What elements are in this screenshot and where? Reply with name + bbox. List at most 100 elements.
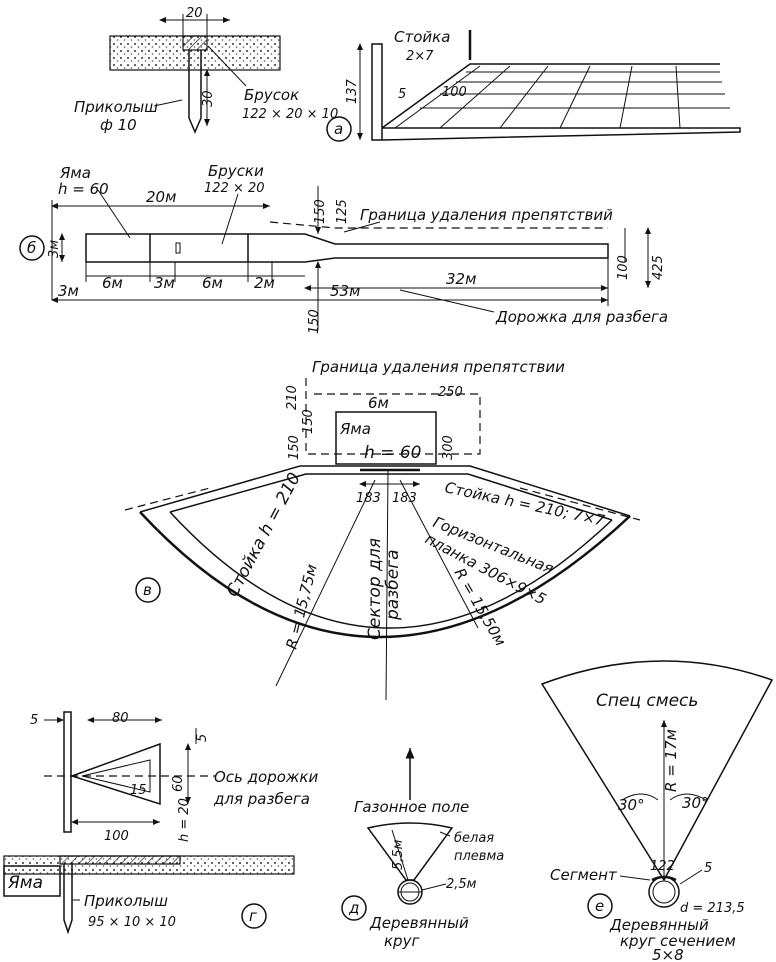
panel-v-marker xyxy=(135,577,161,603)
boundary-label-v: Граница удаления препятствии xyxy=(312,358,565,376)
pit-h-label: h = 60 xyxy=(58,180,109,198)
dim-5-5m: 5,5м xyxy=(391,839,406,870)
dim-6m-2: 6м xyxy=(202,274,223,292)
sector-label-1: Сектор для xyxy=(365,538,385,640)
boundary-line xyxy=(269,221,608,229)
circle-label-1: Деревянный xyxy=(369,914,469,932)
radius-left: R = 15,75м xyxy=(282,562,320,651)
pit-grid xyxy=(381,63,720,129)
dim-5-e: 5 xyxy=(704,861,712,876)
bar-dim-label: 122 × 20 × 10 xyxy=(242,107,338,122)
panel-a-marker xyxy=(326,116,352,142)
post-label-right: Стойка h = 210; 7×7 xyxy=(443,478,607,530)
white-label-2: плевма xyxy=(454,849,504,864)
dim-150b: 150 xyxy=(287,435,302,460)
radius-e: R = 17м xyxy=(662,729,680,792)
panel-g-takeoff-board: 5 80 15 60 5 Ось дорожки для разбега 100… xyxy=(3,711,318,935)
angle-left: 30° xyxy=(618,796,645,814)
panel-g-marker xyxy=(241,903,267,929)
post-label-left: Стойка h = 210 xyxy=(223,469,305,600)
dim-80: 80 xyxy=(112,711,129,726)
peg-g xyxy=(63,864,73,935)
dim-150-bottom: 150 xyxy=(307,309,322,334)
dim-3m-mid: 3м xyxy=(154,274,175,292)
bar-label: Брусок xyxy=(244,86,299,104)
dim-3m-left: 3м xyxy=(47,240,62,258)
board-wedge xyxy=(69,742,161,806)
axis-label-2: для разбега xyxy=(213,790,310,808)
post-stand xyxy=(371,43,383,141)
dim-3m-bottom: 3м xyxy=(58,282,79,300)
panel-d-marker xyxy=(341,895,367,921)
panel-d-letter: д xyxy=(348,899,359,917)
runway-outline xyxy=(85,233,609,263)
dim-122: 122 xyxy=(650,859,675,874)
dim-150a: 150 xyxy=(301,409,316,434)
pit-label: Яма xyxy=(59,164,91,182)
dim-60: 60 xyxy=(171,775,186,792)
peg-dim-label-g: 95 × 10 × 10 xyxy=(88,915,176,930)
throw-sector xyxy=(366,822,454,881)
diameter-label: d = 213,5 xyxy=(680,901,745,916)
dim-100-g: 100 xyxy=(104,829,129,844)
special-mix-label: Спец смесь xyxy=(596,691,698,711)
dim-250: 250 xyxy=(438,385,463,400)
post-label: Стойка xyxy=(394,28,450,46)
dim-6m-1: 6м xyxy=(102,274,123,292)
dim-2-5m: 2,5м xyxy=(446,877,477,892)
toe-board-segment xyxy=(651,875,677,882)
panel-v-high-jump-sector: Граница удаления препятствии 6м 250 Яма … xyxy=(124,358,641,701)
pit-label-g: Яма xyxy=(7,873,43,893)
sector-outer-arc xyxy=(139,511,631,639)
bars-dim-label: 122 × 20 xyxy=(204,181,265,196)
panel-e-marker xyxy=(587,893,613,919)
panel-g-letter: г xyxy=(249,907,257,925)
dim-183a: 183 xyxy=(356,491,381,506)
white-label-1: белая xyxy=(454,831,494,846)
dim-5-left: 5 xyxy=(30,713,38,728)
dim-300: 300 xyxy=(441,435,456,460)
peg-label: Приколыш xyxy=(74,98,158,116)
panel-d-throwing-circle: Газонное поле 5,5м белая плевма 2,5м Дер… xyxy=(341,748,504,950)
dim-20: 20 xyxy=(186,6,203,21)
dim-30: 30 xyxy=(201,90,216,107)
dim-h20: h = 20 xyxy=(177,798,192,842)
shot-sector xyxy=(540,660,774,882)
runway-label: Дорожка для разбега xyxy=(495,308,668,326)
pit-h-label-v: h = 60 xyxy=(364,443,421,463)
lawn-label: Газонное поле xyxy=(354,798,469,816)
post-dim-label: 2×7 xyxy=(406,49,434,64)
dim-150-top: 150 xyxy=(313,199,328,224)
circle-label-e1: Деревянный xyxy=(609,916,709,934)
panel-a-letter: а xyxy=(334,120,343,138)
dim-6m-v: 6м xyxy=(368,394,389,412)
dim-5-right: 5 xyxy=(195,734,210,742)
circle-label-e3: 5×8 xyxy=(652,946,684,962)
dim-15: 15 xyxy=(130,783,147,798)
pit-label-v: Яма xyxy=(339,420,371,438)
panel-b-long-jump-plan: Яма h = 60 Бруски 122 × 20 20м Граница у… xyxy=(19,162,668,334)
dim-20m: 20м xyxy=(146,188,176,206)
dim-425: 425 xyxy=(651,255,666,280)
circle-label-2: круг xyxy=(384,932,419,950)
dim-125: 125 xyxy=(335,199,350,224)
panel-a-peg-detail: 20 30 Приколыш ф 10 Брусок 122 × 20 × 10… xyxy=(74,6,741,142)
peg-shape xyxy=(188,50,202,134)
dim-2m: 2м xyxy=(254,274,275,292)
dim-183b: 183 xyxy=(392,491,417,506)
dim-137: 137 xyxy=(345,78,360,104)
sector-inner-arc xyxy=(169,511,613,629)
angle-right: 30° xyxy=(682,794,709,812)
sector-label-2: разбега xyxy=(383,549,403,621)
dim-100: 100 xyxy=(616,255,631,280)
peg-label-g: Приколыш xyxy=(84,892,168,910)
panel-v-letter: в xyxy=(143,581,152,599)
dim-5: 5 xyxy=(398,87,406,102)
bars-label: Бруски xyxy=(208,162,264,180)
bar-section xyxy=(182,35,208,51)
panel-e-shot-put-sector: Спец смесь R = 17м 30° 30° Сегмент 122 5… xyxy=(540,660,774,962)
board-post xyxy=(63,711,72,833)
segment-label: Сегмент xyxy=(550,866,618,884)
pit-rect xyxy=(335,411,437,465)
